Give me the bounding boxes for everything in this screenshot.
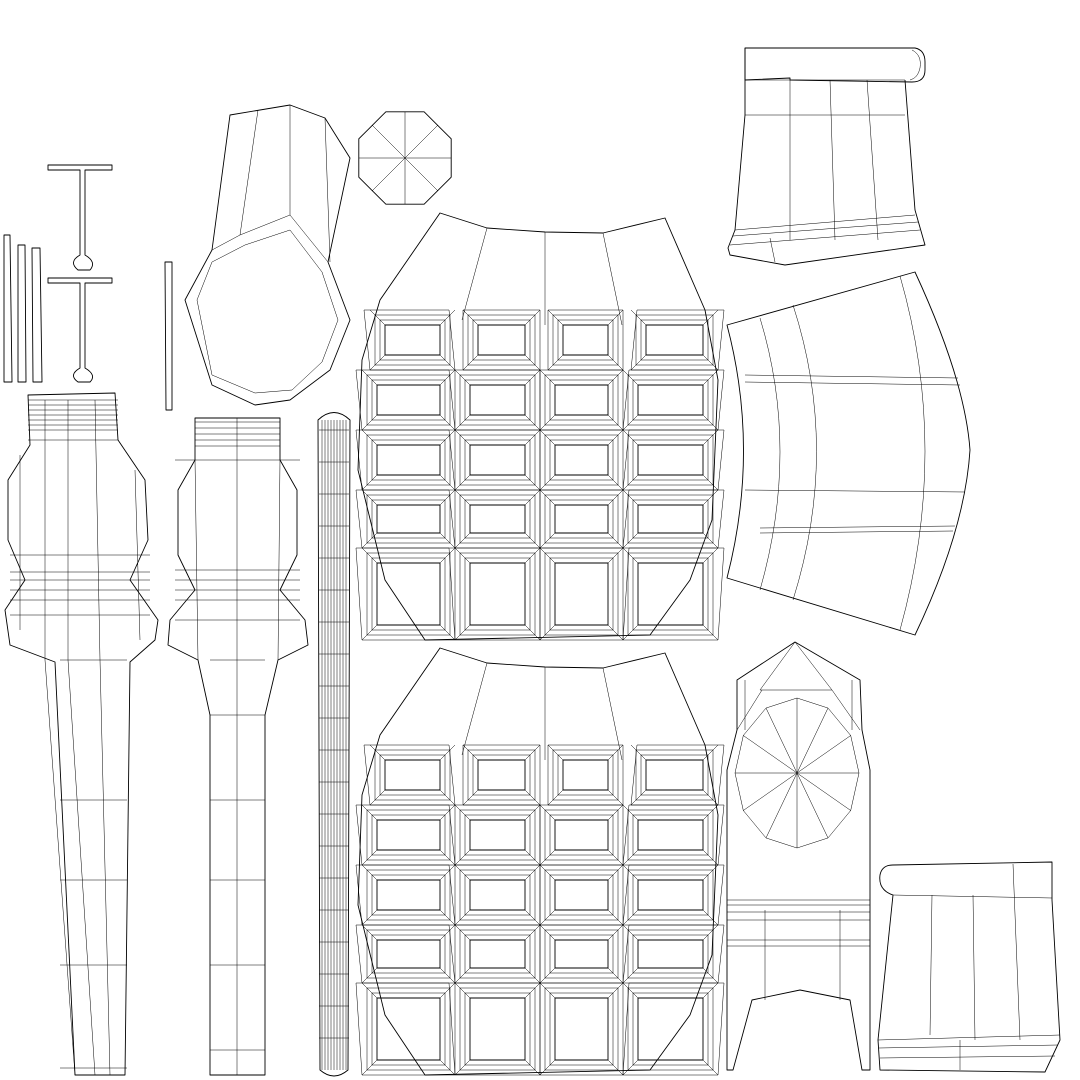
wire-edge [547,744,624,806]
wire-edge [371,157,406,192]
wire-edge [358,111,452,205]
wire-edge [19,399,141,1076]
wire-edge [630,744,719,806]
wire-edge [361,982,456,1076]
uv-island-octagon-cap [358,111,452,205]
wire-edge [622,547,719,641]
uv-island-shell-upper [355,212,725,641]
wire-edge [622,924,719,984]
wire-edge [361,429,456,491]
wire-edge [796,772,851,811]
wire-edge [622,864,719,926]
wire-edge [404,124,439,159]
wire-edge [539,489,624,549]
uv-island-bottle-middle [167,417,309,1076]
wire-edge [622,429,719,491]
wire-edge [622,804,719,866]
wire-edge [361,864,456,926]
uv-island-long-strip [317,412,351,1077]
uv-island-cylinder [184,104,351,406]
wire-edge [622,369,719,431]
wire-edge [743,735,798,774]
wire-edge [622,489,719,549]
wire-edge [194,418,281,1075]
wire-edge [622,982,719,1076]
uv-island-shell-lower [355,647,725,1076]
wire-edge [454,547,541,641]
wire-edge [369,744,456,806]
wire-edge [734,697,860,849]
wire-edge [796,707,829,774]
wire-edge [371,124,406,159]
wire-edge [361,369,456,431]
wire-edge [404,157,439,192]
wire-edge [539,864,624,926]
wire-edge [357,647,719,1076]
wire-edge [454,804,541,866]
uv-island-bottle-left [4,392,159,1076]
wire-edge [630,309,719,371]
wire-edge [361,547,456,641]
wire-edge [462,309,541,371]
wire-edge [454,429,541,491]
wire-edge [454,924,541,984]
wire-edge [796,735,851,774]
wire-edge [796,772,829,839]
wire-edge [462,744,541,806]
wire-edge [454,489,541,549]
uv-island-mug-top [727,47,926,266]
uv-island-mug-bottom [877,861,1061,1073]
wire-edge [454,864,541,926]
wire-edge [454,982,541,1076]
wire-edge [369,309,456,371]
wire-edge [539,924,624,984]
wire-edge [547,309,624,371]
wire-edge [361,924,456,984]
wire-edge [461,227,623,326]
wire-edge [361,804,456,866]
wire-edge [357,212,719,641]
wire-edge [539,982,624,1076]
wire-edge [765,772,798,839]
uv-island-tall-panel [726,641,871,1071]
wire-edge [539,804,624,866]
wire-edge [454,369,541,431]
wire-edge [361,489,456,549]
wire-edge [461,662,623,761]
wire-edge [539,369,624,431]
wire-edge [765,707,798,774]
uv-island-curved-panel [726,271,971,636]
wire-edge [539,547,624,641]
wire-edge [743,772,798,811]
uv-island-small-parts [3,164,173,411]
wire-edge [539,429,624,491]
